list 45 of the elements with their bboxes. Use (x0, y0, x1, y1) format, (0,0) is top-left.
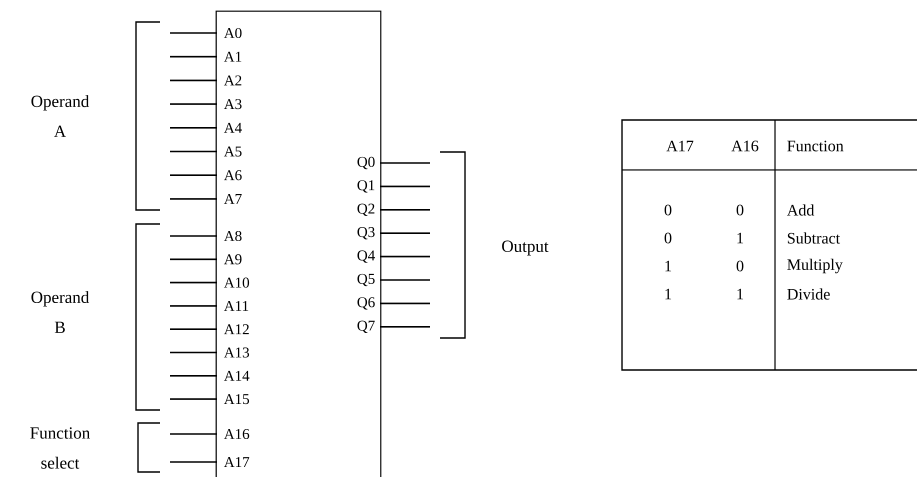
table-cell: Divide (787, 288, 830, 300)
group-label: Function select (30, 427, 90, 469)
pin-label: A4 (224, 122, 242, 133)
pin-label: A17 (224, 457, 250, 467)
table-cell: 1 (737, 232, 744, 244)
pin-label: Q6 (357, 297, 375, 310)
pin-label: A15 (224, 394, 250, 404)
pin-label: A14 (224, 370, 250, 381)
table-cell: 0 (736, 204, 744, 216)
table-cell: A17 (666, 140, 694, 152)
pin-label: Q7 (357, 320, 375, 333)
pin-label: A10 (224, 278, 250, 288)
group-label: Operand A (31, 95, 90, 137)
table-cell: 0 (664, 204, 672, 216)
group-label: Operand B (31, 291, 90, 333)
pin-label: A13 (224, 347, 250, 358)
pin-label: A9 (224, 254, 242, 264)
table-cell: 0 (664, 232, 672, 244)
pin-label: A0 (224, 28, 242, 38)
table-cell: 1 (737, 288, 744, 300)
group-label: Output (502, 240, 549, 256)
table-cell: Add (786, 204, 814, 216)
table-cell: Multiply (787, 258, 843, 274)
pin-label: Q0 (357, 156, 375, 170)
table-cell: 1 (665, 288, 672, 300)
pin-label: Q4 (357, 250, 375, 263)
pin-label: Q2 (357, 204, 374, 216)
table-cell: Subtract (788, 232, 840, 244)
pin-label: A6 (224, 170, 242, 180)
table-cell: A16 (731, 140, 758, 152)
table-cell: 0 (736, 260, 744, 272)
pin-label: Q1 (357, 180, 374, 193)
pin-label: Q3 (357, 227, 375, 240)
pin-label: Q5 (357, 274, 375, 286)
pin-label: A16 (224, 428, 250, 440)
pin-label: A5 (224, 146, 242, 157)
pin-label: A12 (224, 324, 249, 334)
table-cell: Function (787, 140, 844, 152)
pin-label: A2 (224, 75, 242, 86)
pin-label: A7 (224, 194, 242, 204)
pin-label: A11 (224, 300, 248, 311)
pin-label: A1 (224, 52, 242, 62)
table-cell: 1 (665, 260, 672, 272)
pin-label: A3 (224, 99, 242, 110)
pin-label: A8 (224, 230, 242, 242)
